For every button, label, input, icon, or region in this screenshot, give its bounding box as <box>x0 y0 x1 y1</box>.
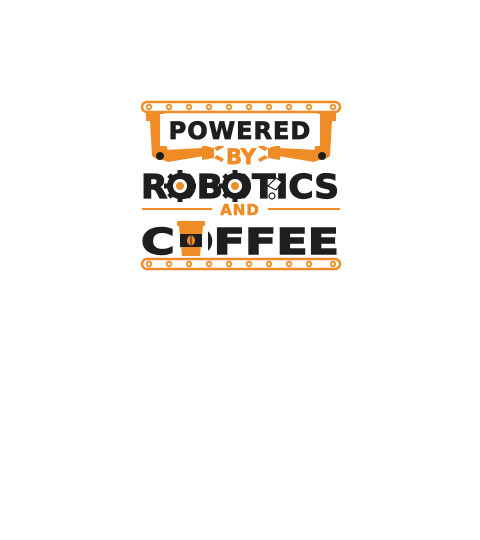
robot-arm-icon <box>258 113 336 162</box>
gear-icon <box>219 170 251 202</box>
headline-powered: POWERED <box>169 117 312 145</box>
conveyor-belt-icon <box>140 257 342 271</box>
coffee-cup-icon <box>174 221 208 256</box>
robot-claw-icon <box>266 177 283 200</box>
gear-icon <box>164 170 196 202</box>
headline-by: BY <box>226 145 257 169</box>
headline-and: AND <box>220 201 260 219</box>
conveyor-belt-icon <box>140 100 342 114</box>
headline-coffee: COFFEE <box>141 222 339 263</box>
